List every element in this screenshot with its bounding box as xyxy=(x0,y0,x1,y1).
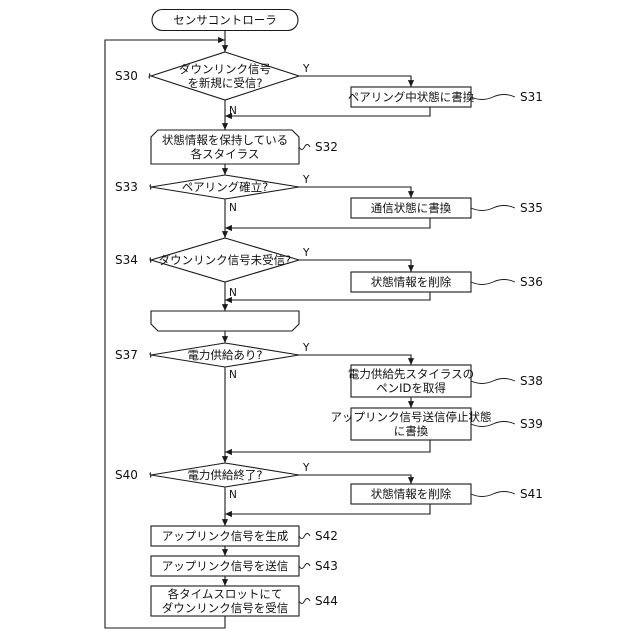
label-leader xyxy=(471,280,515,285)
merge-line xyxy=(225,440,430,452)
no-label: N xyxy=(229,369,237,381)
node-text-start: センサコントローラ xyxy=(173,13,277,27)
step-label-d30: S30 xyxy=(115,69,138,83)
node-text-p36: 状態情報を削除 xyxy=(371,275,452,289)
step-label-p38: S38 xyxy=(520,374,543,388)
node-text-d30: ダウンリンク信号 xyxy=(179,62,271,76)
yes-branch-line xyxy=(299,475,411,484)
label-leader xyxy=(150,258,151,263)
label-leader xyxy=(299,564,310,569)
label-leader xyxy=(150,353,151,358)
yes-branch-line xyxy=(299,187,411,198)
node-text-p38: 電力供給先スタイラスの xyxy=(348,367,474,381)
label-leader xyxy=(471,206,515,211)
step-label-p43: S43 xyxy=(315,559,338,573)
label-leader xyxy=(471,379,515,384)
node-text-p44: 各タイムスロットにて xyxy=(168,587,283,601)
yes-branch-line xyxy=(299,355,411,365)
node-text-p43: アップリンク信号を送信 xyxy=(162,559,289,573)
label-leader xyxy=(471,95,515,100)
node-text-d40: 電力供給終了? xyxy=(187,468,262,482)
step-label-p31: S31 xyxy=(520,90,543,104)
node-text-d34: ダウンリンク信号未受信? xyxy=(159,253,292,267)
node-text-p42: アップリンク信号を生成 xyxy=(162,529,289,543)
label-leader xyxy=(299,534,310,539)
label-leader xyxy=(150,473,151,478)
node-text-p44: ダウンリンク信号を受信 xyxy=(162,601,289,615)
label-leader xyxy=(299,599,310,604)
loop-end-box xyxy=(151,311,299,331)
node-text-p31: ペアリング中状態に書換 xyxy=(348,90,475,104)
node-text-d30: を新規に受信? xyxy=(187,76,262,90)
step-label-d37: S37 xyxy=(115,348,138,362)
flowchart-shapes: センサコントローラダウンリンク信号を新規に受信?ペアリング中状態に書換状態情報を… xyxy=(151,10,492,617)
node-text-p35: 通信状態に書換 xyxy=(371,201,452,215)
label-leader xyxy=(149,74,150,79)
node-text-p39: に書換 xyxy=(394,424,429,438)
step-label-p39: S39 xyxy=(520,417,543,431)
no-label: N xyxy=(229,489,237,501)
step-label-p36: S36 xyxy=(520,275,543,289)
node-text-loop-start: 各スタイラス xyxy=(191,147,260,161)
step-label-loop-start: S32 xyxy=(315,140,338,154)
yes-label: Y xyxy=(302,247,310,259)
yes-branch-line xyxy=(299,260,411,272)
node-text-loop-start: 状態情報を保持している xyxy=(162,133,288,147)
yes-branch-line xyxy=(299,76,411,87)
node-text-d33: ペアリング確立? xyxy=(182,180,269,194)
label-leader xyxy=(299,145,310,150)
step-label-p41: S41 xyxy=(520,487,543,501)
no-label: N xyxy=(229,287,237,299)
step-label-p42: S42 xyxy=(315,529,338,543)
step-label-p35: S35 xyxy=(520,201,543,215)
step-label-p44: S44 xyxy=(315,594,338,608)
node-text-d37: 電力供給あり? xyxy=(187,348,262,362)
label-leader xyxy=(150,185,151,190)
no-label: N xyxy=(229,105,237,117)
no-label: N xyxy=(229,202,237,214)
node-text-p39: アップリンク信号送信停止状態 xyxy=(331,410,492,424)
yes-label: Y xyxy=(302,174,310,186)
label-leader xyxy=(471,492,515,497)
step-label-d40: S40 xyxy=(115,468,138,482)
node-text-p41: 状態情報を削除 xyxy=(371,487,452,501)
step-label-d34: S34 xyxy=(115,253,138,267)
node-text-p38: ペンIDを取得 xyxy=(376,381,446,395)
yes-label: Y xyxy=(302,462,310,474)
step-label-d33: S33 xyxy=(115,180,138,194)
yes-label: Y xyxy=(302,63,310,75)
yes-label: Y xyxy=(302,342,310,354)
